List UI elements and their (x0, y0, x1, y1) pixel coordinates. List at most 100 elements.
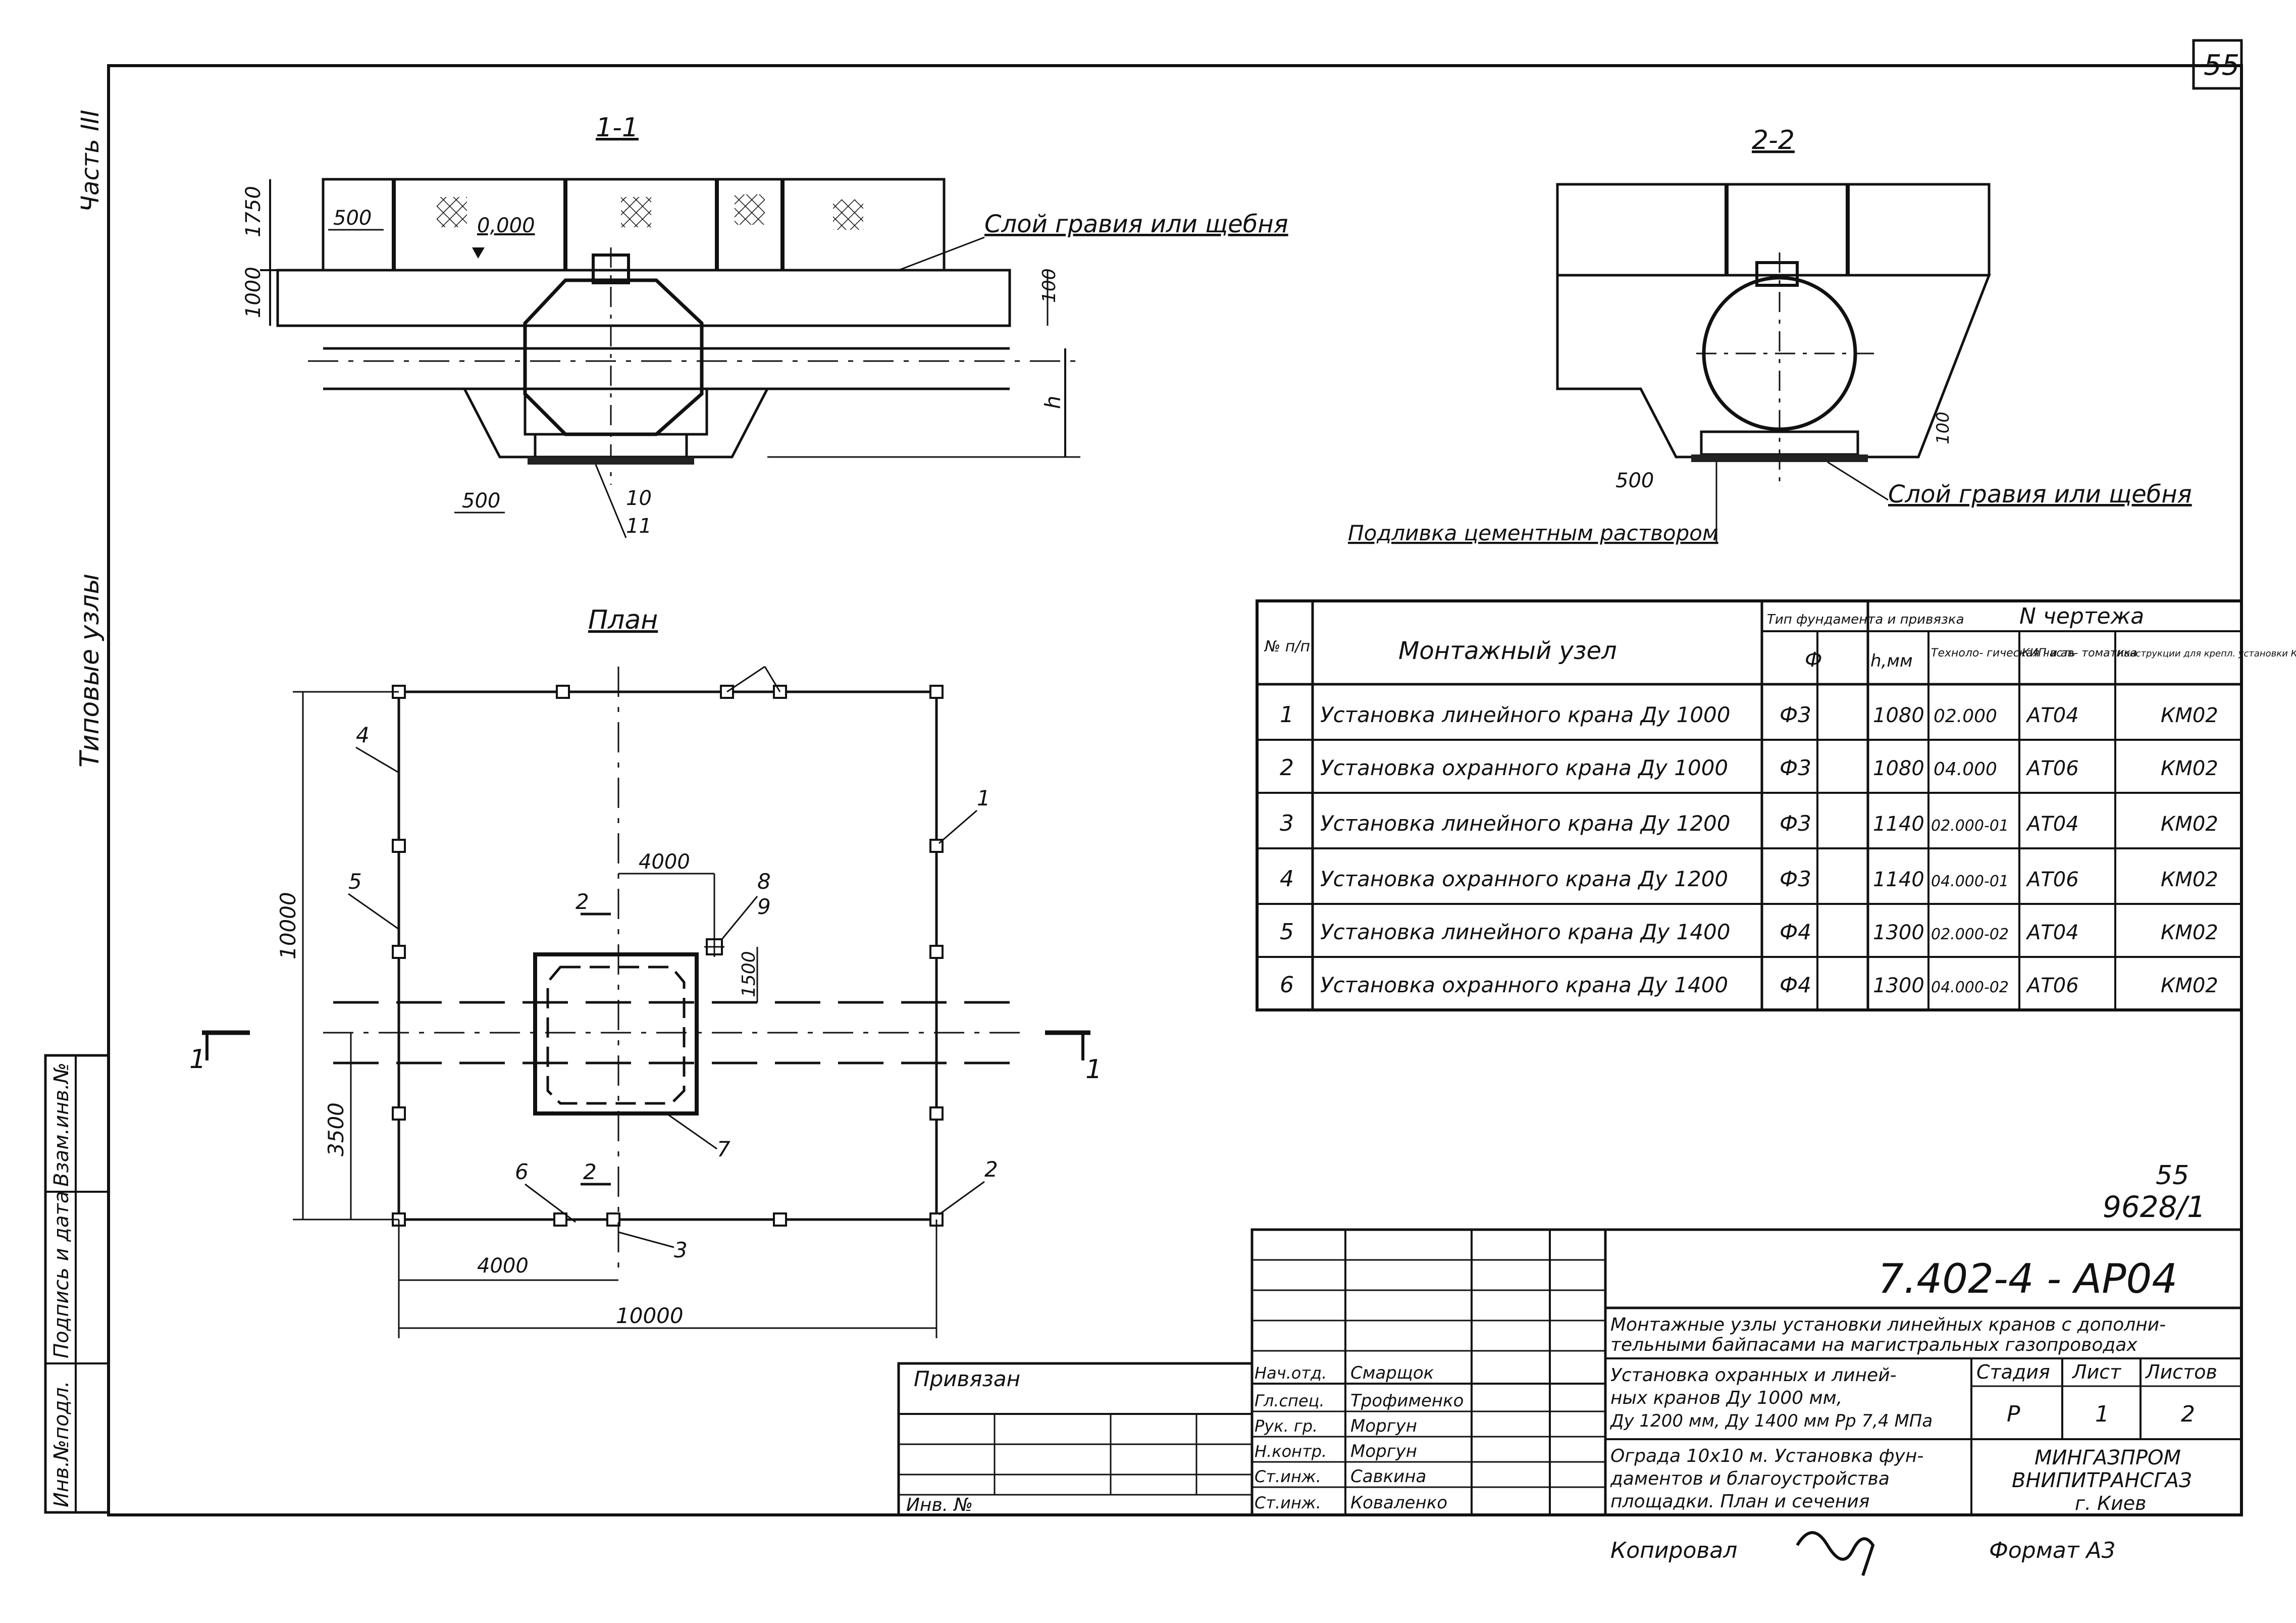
row-1-tech: 02.000 (1934, 706, 1997, 727)
staff-role-3: Рук. гр. (1255, 1416, 1318, 1436)
section-1-1-title: 1-1 (596, 113, 639, 143)
dim-100: 100 (1039, 268, 1060, 303)
plan-callout-4: 4 (356, 723, 370, 747)
level-0000: 0,000 (477, 214, 535, 237)
staff-name-2: Трофименко (1350, 1391, 1464, 1411)
row-5-kip: АТ04 (2025, 921, 2079, 944)
row-1-num: 1 (1280, 702, 1294, 728)
row-2-node: Установка охранного крана Ду 1000 (1320, 755, 1728, 780)
row-5-f: Ф4 (1780, 920, 1811, 944)
sheet-ref-1: 55 (2156, 1160, 2189, 1191)
staff-name-3: Моргун (1350, 1416, 1417, 1436)
row-5-node: Установка линейного крана Ду 1400 (1320, 920, 1730, 944)
staff-role-5: Ст.инж. (1255, 1467, 1321, 1486)
h-label: h (1040, 395, 1065, 409)
plan-view: План 4000 1500 (189, 605, 1102, 1338)
stamp-inv-orig: Инв.№подл. (50, 1381, 73, 1507)
stage-label: Стадия (1976, 1361, 2050, 1383)
plan-callout-1: 1 (977, 786, 990, 810)
plan-callout-5: 5 (348, 869, 362, 894)
row-6-constr: КМ02 (2161, 974, 2218, 997)
dim-plan-3500: 3500 (324, 1102, 348, 1156)
plan-callout-2: 2 (984, 1157, 998, 1182)
row-3-num: 3 (1280, 810, 1294, 836)
row-6-f: Ф4 (1780, 973, 1811, 997)
row-4-kip: АТ06 (2025, 868, 2079, 891)
section-mark-2-bottom: 2 (583, 1159, 597, 1184)
row-4-node: Установка охранного крана Ду 1200 (1320, 867, 1728, 891)
copied-by: Копировал (1610, 1538, 1737, 1563)
th-h: h,мм (1870, 651, 1913, 671)
grout-note: Подливка цементным раствором (1348, 521, 1718, 545)
title-block: Привязан Инв. № Нач.отд. Смарщок Гл.спец… (897, 1228, 2243, 1516)
section-mark-right: 1 (1085, 1054, 1102, 1085)
row-1-f: Ф3 (1780, 702, 1811, 727)
section-1-1: 1-1 1750 1000 500 0,000 (242, 113, 1288, 538)
row-2-f: Ф3 (1780, 755, 1811, 780)
org-3: г. Киев (2075, 1492, 2147, 1514)
title-line-2: тельными байпасами на магистральных газо… (1610, 1335, 2137, 1355)
staff-role-1: Нач.отд. (1255, 1363, 1327, 1383)
dim-plan-10000-horiz: 10000 (616, 1303, 684, 1328)
row-2-h: 1080 (1873, 757, 1924, 780)
dim-plan-1500: 1500 (739, 951, 759, 997)
table-row: 5 Установка линейного крана Ду 1400 Ф4 1… (1280, 919, 2218, 945)
dim-plan-4000-top: 4000 (639, 850, 690, 874)
row-2-num: 2 (1280, 755, 1294, 781)
plan-callout-6: 6 (515, 1159, 529, 1184)
row-6-h: 1300 (1873, 974, 1924, 997)
sheet-value: 1 (2095, 1401, 2109, 1427)
stamp-replace-inv: Взам.инв.№ (50, 1062, 73, 1187)
nodes-table: № п/п Монтажный узел Тип фундамента и пр… (1256, 599, 2296, 1011)
gravel-note-2: Слой гравия или щебня (1888, 480, 2192, 509)
desc-line-1: Установка охранных и линей- (1610, 1365, 1897, 1386)
row-1-node: Установка линейного крана Ду 1000 (1320, 702, 1730, 727)
row-3-constr: КМ02 (2161, 813, 2218, 836)
staff-name-1: Смарщок (1350, 1363, 1434, 1383)
page-number-box (2192, 39, 2243, 90)
typical-nodes-label: Типовые узлы (75, 574, 105, 768)
row-4-f: Ф3 (1780, 867, 1811, 891)
table-row: 3 Установка линейного крана Ду 1200 Ф3 1… (1280, 810, 2218, 836)
plan-callout-7: 7 (717, 1137, 730, 1161)
staff-name-5: Савкина (1350, 1466, 1426, 1487)
sub-line-3: площадки. План и сечения (1610, 1491, 1869, 1512)
table-row: 1 Установка линейного крана Ду 1000 Ф3 1… (1280, 702, 2218, 728)
sheets-value: 2 (2181, 1401, 2195, 1427)
row-1-h: 1080 (1873, 704, 1924, 727)
section-2-2: 2-2 500 100 Слой гравия или щебня Подлив… (1348, 125, 2192, 545)
dim-500-bottom: 500 (462, 489, 500, 513)
title-line-1: Монтажные узлы установки линейных кранов… (1610, 1314, 2166, 1335)
row-4-num: 4 (1280, 866, 1294, 892)
dim-plan-10000-vert: 10000 (276, 892, 300, 959)
sub-line-2: даментов и благоустройства (1610, 1468, 1890, 1489)
sub-line-1: Ограда 10х10 м. Установка фун- (1610, 1446, 1923, 1466)
row-6-tech: 04.000-02 (1931, 979, 2009, 996)
row-5-num: 5 (1280, 919, 1294, 945)
sheet-ref-2: 9628/1 (2103, 1190, 2206, 1224)
th-node: Монтажный узел (1398, 637, 1617, 665)
row-6-num: 6 (1280, 972, 1294, 998)
th-f: Ф (1805, 648, 1822, 672)
desc-line-3: Ду 1200 мм, Ду 1400 мм Рр 7,4 МПа (1609, 1411, 1933, 1431)
sheets-label: Листов (2145, 1361, 2217, 1383)
th-kip: КИП и ав- томатика (2022, 647, 2137, 660)
left-stamp: Инв.№подл. Подпись и дата Взам.инв.№ (44, 1054, 110, 1514)
row-5-h: 1300 (1873, 921, 1924, 944)
format-label: Формат А3 (1989, 1538, 2116, 1563)
row-5-tech: 02.000-02 (1931, 926, 2009, 943)
table-row: 6 Установка охранного крана Ду 1400 Ф4 1… (1280, 972, 2218, 998)
dim-500-2-2: 500 (1615, 469, 1654, 492)
section-mark-left: 1 (189, 1044, 206, 1075)
row-4-tech: 04.000-01 (1931, 873, 2009, 890)
table-row: 2 Установка охранного крана Ду 1000 Ф3 1… (1280, 755, 2218, 781)
page-number: 55 (2204, 49, 2239, 82)
callout-11: 11 (626, 515, 652, 538)
th-drawing-group: N чертежа (2019, 603, 2144, 629)
dim-1000: 1000 (242, 267, 265, 318)
row-3-node: Установка линейного крана Ду 1200 (1320, 811, 1730, 836)
dim-plan-4000-bottom: 4000 (477, 1254, 529, 1278)
part-label: Часть III (76, 110, 105, 212)
row-6-kip: АТ06 (2025, 974, 2079, 997)
staff-name-4: Моргун (1350, 1441, 1417, 1461)
